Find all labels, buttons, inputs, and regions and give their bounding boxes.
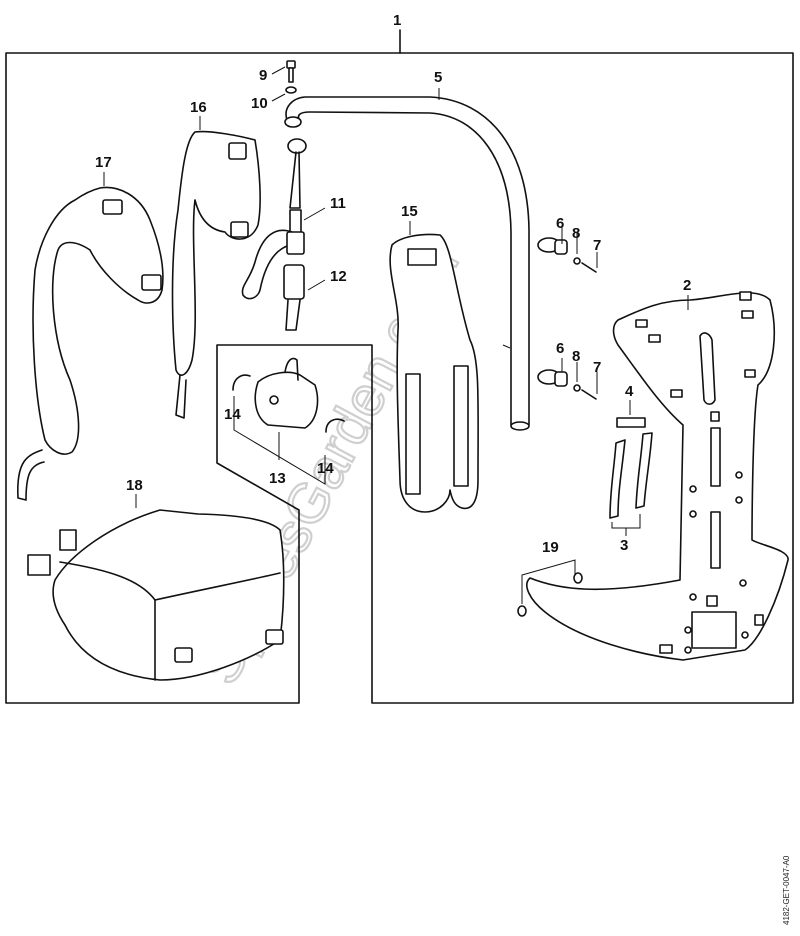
callout-2[interactable]: 2 [683,277,691,294]
callout-7-lower[interactable]: 7 [593,359,601,376]
part-14-ring-left[interactable] [232,374,251,391]
part-7-screw-lower[interactable] [581,389,597,400]
callout-12[interactable]: 12 [330,268,347,285]
part-2-back-plate[interactable] [526,291,789,661]
part-17-shoulder-strap[interactable] [17,186,164,501]
part-5-carrying-bar[interactable] [284,96,530,431]
callout-18[interactable]: 18 [126,477,143,494]
callout-16[interactable]: 16 [190,99,207,116]
callout-14-left[interactable]: 14 [224,406,241,423]
part-16-shoulder-strap[interactable] [171,130,261,419]
callout-6-lower[interactable]: 6 [556,340,564,357]
part-8-washer-lower[interactable] [573,384,581,392]
callout-17[interactable]: 17 [95,154,112,171]
callout-13[interactable]: 13 [269,470,286,487]
part-10-washer[interactable] [285,86,297,94]
callout-6-upper[interactable]: 6 [556,215,564,232]
callout-7-upper[interactable]: 7 [593,237,601,254]
part-13-hook-assembly[interactable] [254,357,319,429]
part-19-rivets[interactable] [517,572,583,617]
part-6-clamp-lower[interactable] [537,369,568,387]
callout-14-right[interactable]: 14 [317,460,334,477]
part-9-screw[interactable] [286,60,296,83]
drawing-code: 4182-GET-0047-A0 [782,855,791,925]
part-12-buckle[interactable] [283,264,305,331]
part-4-pad-strip[interactable] [616,417,646,428]
callout-3[interactable]: 3 [620,537,628,554]
part-3-pads[interactable] [609,432,653,519]
callout-5[interactable]: 5 [434,69,442,86]
callout-8-lower[interactable]: 8 [572,348,580,365]
callout-4[interactable]: 4 [625,383,634,400]
part-6-clamp-upper[interactable] [537,237,568,255]
part-14-ring-right[interactable] [325,418,345,433]
callout-15[interactable]: 15 [401,203,418,220]
part-8-washer-upper[interactable] [573,257,581,265]
part-15-back-pad[interactable] [389,233,479,513]
callout-10[interactable]: 10 [251,95,268,112]
part-7-screw-upper[interactable] [581,262,597,273]
callout-19[interactable]: 19 [542,539,559,556]
callout-9[interactable]: 9 [259,67,267,84]
callout-8-upper[interactable]: 8 [572,225,580,242]
callout-1[interactable]: 1 [393,12,401,29]
part-11-strap[interactable] [241,138,307,300]
part-18-hip-belt[interactable] [27,509,285,681]
assembly-frame [5,52,794,704]
callout-11[interactable]: 11 [330,195,346,212]
